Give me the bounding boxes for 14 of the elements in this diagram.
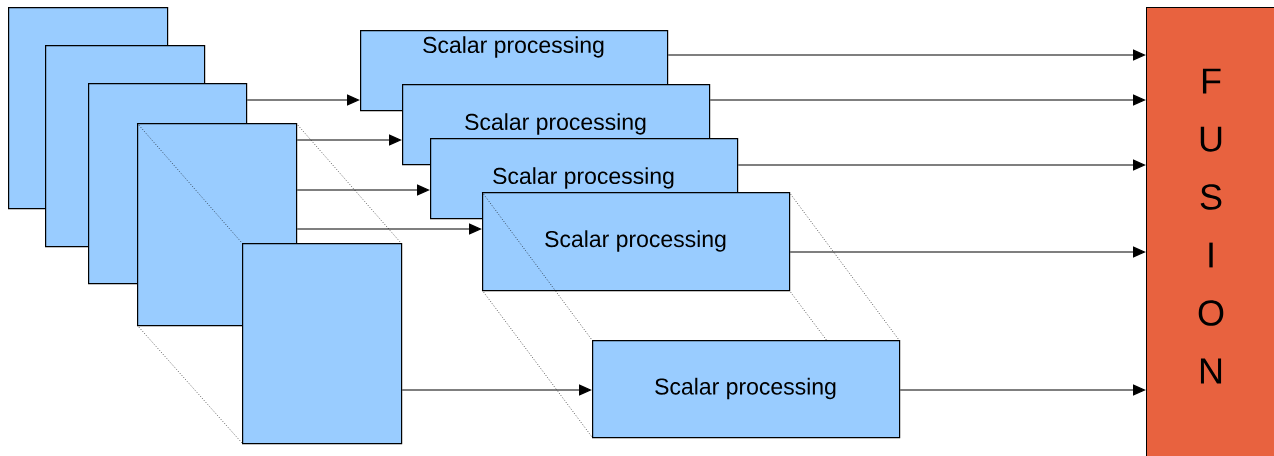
process-box: Scalar processing <box>482 192 791 292</box>
arrow <box>737 159 1146 171</box>
arrow <box>296 134 402 146</box>
process-box: Scalar processing <box>592 340 901 439</box>
arrow <box>899 384 1146 396</box>
frame-box <box>242 243 403 445</box>
arrow <box>667 49 1146 61</box>
arrow <box>789 246 1146 258</box>
arrow <box>709 94 1146 106</box>
fusion-box: F U S I O N <box>1146 7 1274 456</box>
arrow <box>296 184 430 196</box>
arrow <box>296 223 482 235</box>
arrow <box>246 94 360 106</box>
arrow <box>401 384 592 396</box>
